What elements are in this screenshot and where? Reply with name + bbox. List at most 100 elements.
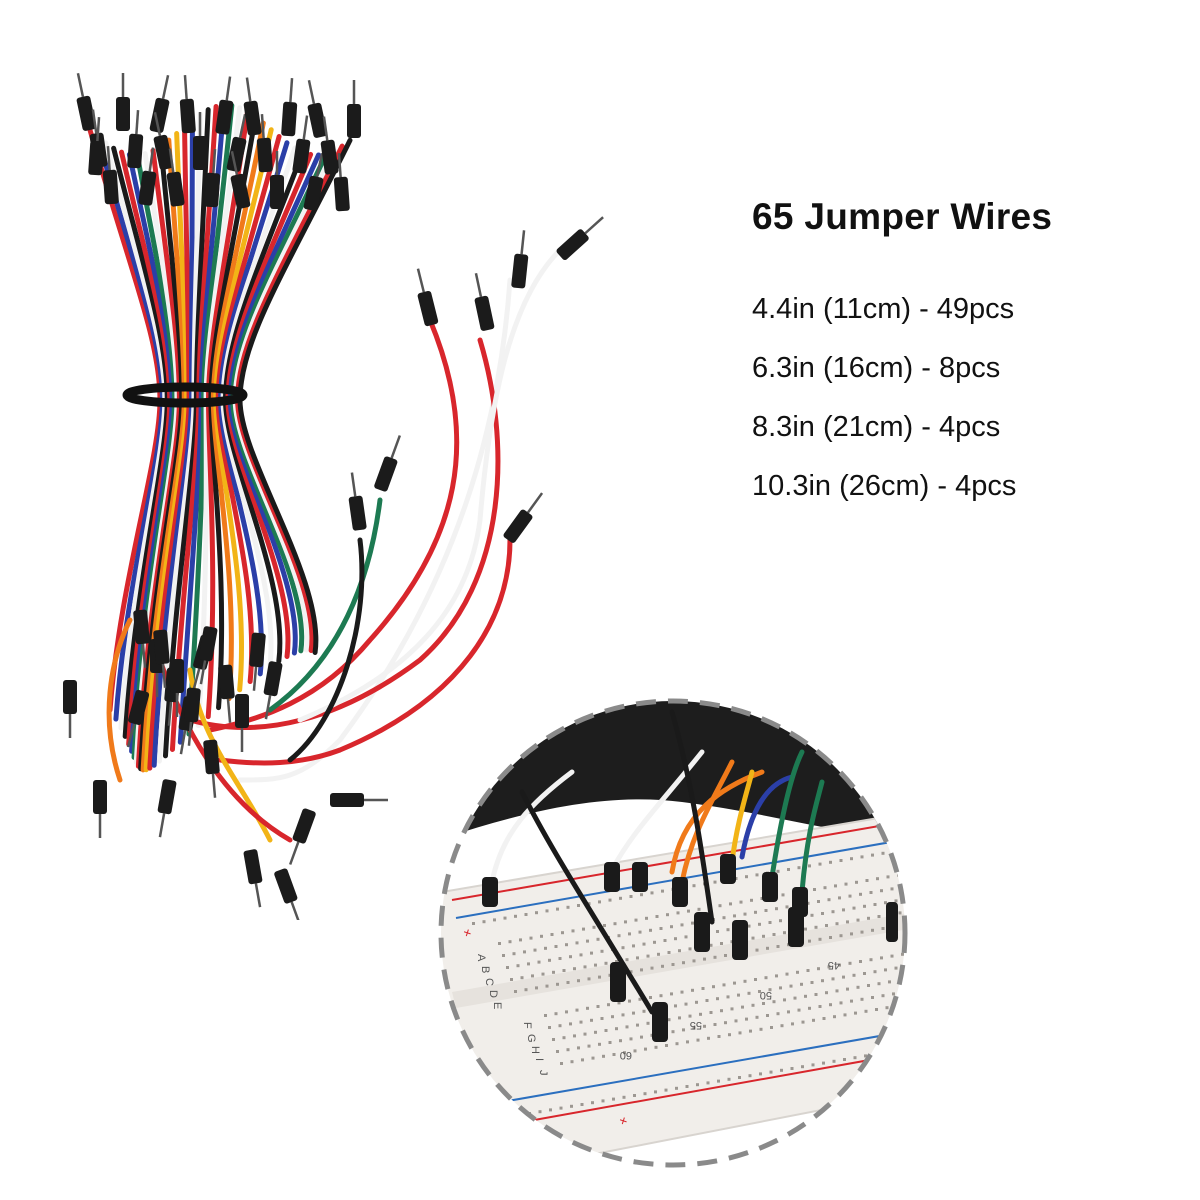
breadboard-hole — [745, 1017, 748, 1021]
breadboard-hole — [628, 932, 631, 936]
breadboard-hole — [722, 916, 726, 920]
breadboard-hole — [759, 1027, 763, 1031]
breadboard-hole — [829, 860, 832, 864]
breadboard-hole — [688, 947, 692, 951]
breadboard-hole — [552, 1038, 555, 1041]
breadboard-hole — [747, 924, 751, 928]
breadboard-hole — [863, 972, 866, 975]
breadboard-hole — [712, 985, 715, 989]
breadboard-hole — [758, 990, 761, 993]
breadboard-hole — [657, 952, 660, 956]
breadboard-hole — [531, 974, 534, 978]
wire-pin-top — [226, 114, 247, 172]
breadboard-hole — [611, 1015, 614, 1019]
breadboard-hole — [621, 946, 625, 950]
breadboard-hole — [764, 976, 768, 980]
breadboard-hole — [582, 927, 585, 931]
breadboard-hole — [748, 1074, 752, 1078]
wire-pin-top — [256, 114, 273, 173]
breadboard-hole — [726, 995, 730, 999]
breadboard-hole — [775, 974, 778, 978]
breadboard-hole — [718, 904, 722, 908]
breadboard-hole — [601, 1099, 605, 1103]
breadboard-hole — [613, 922, 617, 926]
breadboard-hole — [667, 1018, 671, 1022]
breadboard-hole — [659, 927, 663, 930]
breadboard-hole — [908, 872, 911, 875]
breadboard-hole — [829, 1003, 832, 1007]
breadboard-hole — [716, 930, 719, 933]
breadboard-hole — [825, 991, 828, 995]
breadboard-hole — [604, 1029, 608, 1032]
breadboard-hole — [880, 956, 883, 960]
breadboard-hole — [716, 997, 719, 1001]
breadboard-hole — [676, 911, 680, 915]
wire-pin-bottom — [63, 680, 77, 738]
breadboard-hole — [776, 869, 780, 873]
breadboard-hole — [783, 998, 786, 1002]
breadboard-hole — [758, 922, 761, 926]
breadboard-hole — [728, 1033, 731, 1037]
breadboard-hole — [674, 1004, 677, 1008]
breadboard-hole — [860, 855, 864, 859]
breadboard-hole — [770, 1026, 773, 1029]
breadboard-hole — [709, 1011, 713, 1014]
breadboard-hole — [684, 1002, 688, 1006]
breadboard-hole — [706, 1081, 710, 1085]
breadboard-hole — [912, 884, 915, 887]
wire-pin-mid — [126, 689, 150, 748]
breadboard-hole — [779, 919, 782, 923]
breadboard-hole — [831, 977, 835, 981]
breadboard-hole — [909, 977, 912, 980]
wire-pin-top — [116, 73, 130, 131]
breadboard-hole — [829, 936, 832, 939]
breadboard-hole — [566, 905, 570, 909]
breadboard-hole — [897, 873, 900, 877]
breadboard-hole — [695, 1000, 698, 1004]
breadboard-hole — [598, 1042, 601, 1046]
breadboard-hole — [519, 938, 522, 942]
breadboard-hole — [743, 979, 747, 983]
breadboard-hole — [726, 928, 730, 932]
breadboard-hole — [617, 934, 621, 938]
breadboard-hole — [806, 969, 810, 972]
breadboard-hole — [852, 906, 856, 910]
breadboard-hole — [654, 1090, 657, 1094]
breadboard-hole — [755, 873, 759, 877]
breadboard-detail-svg: + + A B C D E F G H I J 45 50 55 60 — [438, 698, 915, 1168]
breadboard-hole — [472, 922, 475, 925]
breadboard-hole — [817, 900, 820, 903]
wire-pin-mid — [235, 694, 249, 752]
breadboard-hole — [566, 981, 570, 984]
breadboard-hole — [797, 866, 801, 870]
breadboard-hole — [738, 1076, 741, 1079]
breadboard-hole — [649, 928, 652, 932]
wire-pin-top — [166, 148, 185, 207]
breadboard-hole — [859, 892, 862, 896]
jumper-wire-bundle-image — [40, 20, 680, 925]
breadboard-hole — [772, 933, 776, 936]
breadboard-hole — [867, 984, 870, 987]
breadboard-hole — [624, 920, 627, 924]
breadboard-hole — [892, 850, 895, 853]
breadboard-hole — [619, 896, 622, 900]
breadboard-hole — [675, 1086, 678, 1090]
breadboard-hole — [852, 973, 856, 977]
breadboard-hole — [888, 980, 891, 984]
breadboard-hole — [664, 1088, 668, 1092]
breadboard-hole — [867, 916, 870, 920]
breadboard-hole — [895, 1049, 899, 1052]
breadboard-hole — [541, 972, 545, 976]
breadboard-hole — [913, 922, 914, 925]
wire-pin-loose — [511, 230, 529, 289]
breadboard-hole — [548, 1026, 551, 1029]
breadboard-hole — [814, 993, 818, 996]
breadboard-hole — [846, 920, 849, 924]
breadboard-hole — [804, 994, 807, 998]
breadboard-hole — [558, 1024, 562, 1028]
wire-pin-top — [138, 147, 157, 206]
breadboard-hole — [646, 1021, 650, 1025]
breadboard-hole — [678, 949, 681, 953]
breadboard-hole — [692, 884, 696, 888]
breadboard-hole — [754, 910, 757, 914]
